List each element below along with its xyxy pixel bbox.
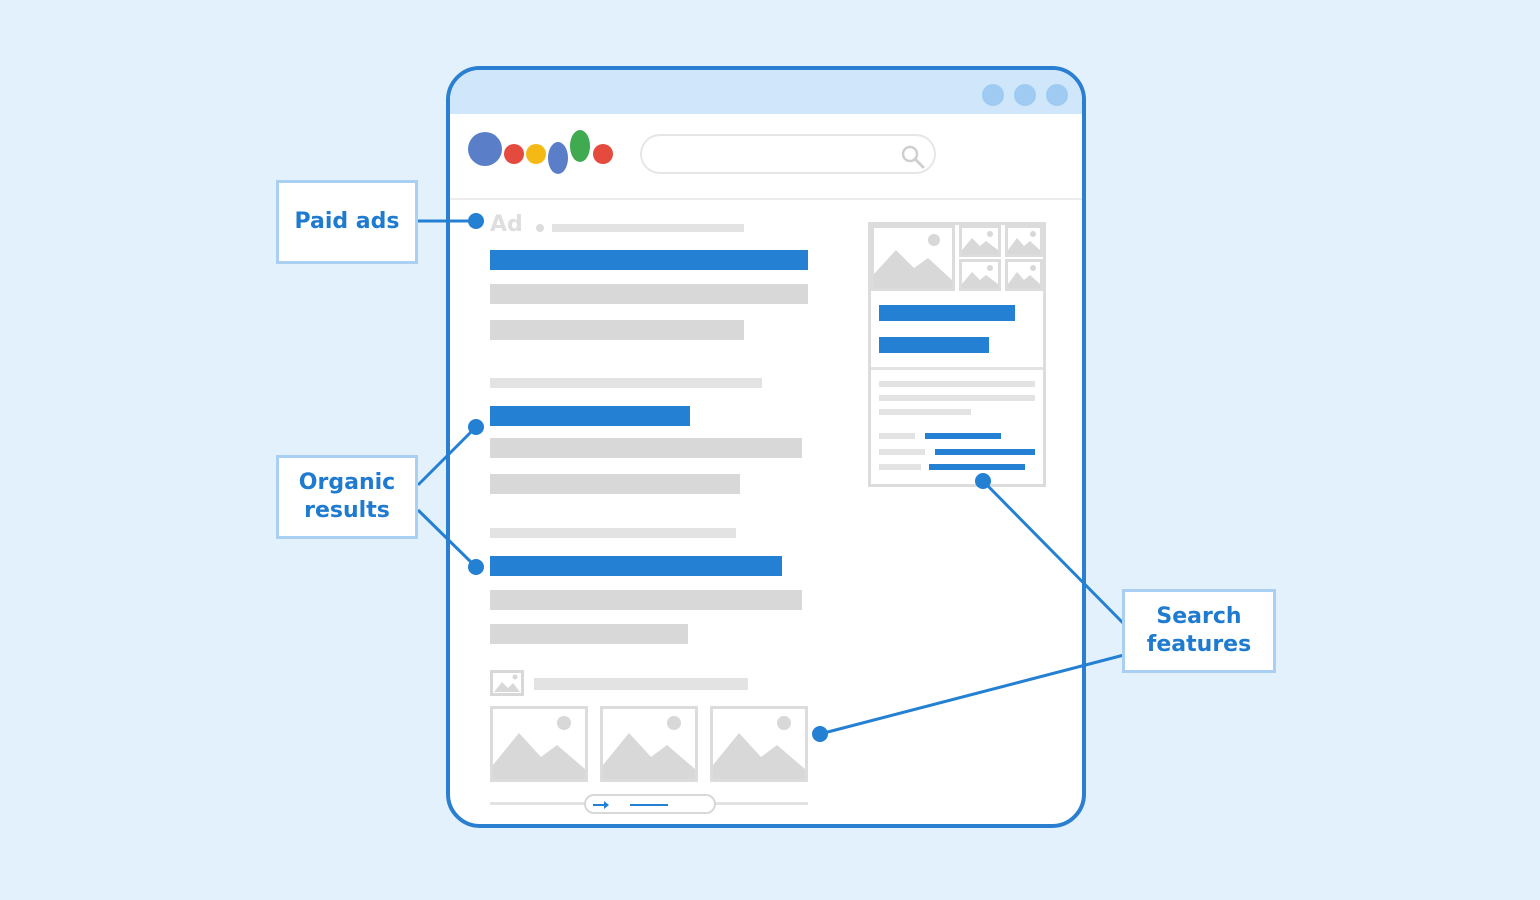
- search-input[interactable]: [640, 134, 936, 174]
- ad-url-placeholder: [552, 224, 744, 232]
- search-features-label: Search features: [1122, 589, 1276, 673]
- organic-description-line: [490, 624, 688, 644]
- logo-circle: [468, 132, 502, 166]
- organic-results-label-line2: results: [304, 498, 390, 523]
- paid-ads-label: Paid ads: [276, 180, 418, 264]
- organic-connector-upper: [416, 425, 478, 487]
- image-thumbnail[interactable]: [710, 706, 808, 782]
- connector-dot: [975, 473, 991, 489]
- window-dot-icon[interactable]: [1014, 84, 1036, 106]
- panel-title-link[interactable]: [879, 305, 1015, 321]
- panel-main-image: [871, 225, 955, 291]
- panel-text-line: [879, 409, 971, 415]
- panel-text-line: [879, 381, 1035, 387]
- carousel-position-line: [630, 804, 668, 806]
- knowledge-panel[interactable]: [868, 222, 1046, 487]
- ad-description-line: [490, 320, 744, 340]
- image-thumbnail[interactable]: [490, 706, 588, 782]
- arrow-right-icon[interactable]: [592, 799, 610, 811]
- logo-circle: [548, 142, 568, 174]
- logo-circle: [526, 144, 546, 164]
- connector-dot: [468, 419, 484, 435]
- panel-small-image: [959, 259, 1001, 291]
- connector-dot: [468, 559, 484, 575]
- organic-result-title-link[interactable]: [490, 406, 690, 426]
- logo-circle: [504, 144, 524, 164]
- organic-result-title-link[interactable]: [490, 556, 782, 576]
- ad-separator-dot: [536, 224, 544, 232]
- image-thumbnail[interactable]: [600, 706, 698, 782]
- ad-badge: Ad: [490, 212, 523, 237]
- panel-divider: [871, 367, 1043, 370]
- panel-small-image: [959, 225, 1001, 257]
- panel-fact-link[interactable]: [925, 433, 1001, 439]
- panel-subtitle-link[interactable]: [879, 337, 989, 353]
- panel-fact-link[interactable]: [929, 464, 1025, 470]
- panel-small-image: [1005, 259, 1043, 291]
- panel-small-image: [1005, 225, 1043, 257]
- ad-description-line: [490, 284, 808, 304]
- organic-url-placeholder: [490, 378, 762, 388]
- connector-dot: [468, 213, 484, 229]
- ad-title-link[interactable]: [490, 250, 808, 270]
- window-dot-icon[interactable]: [1046, 84, 1068, 106]
- organic-results-label: Organic results: [276, 455, 418, 539]
- organic-results-label-line1: Organic: [298, 470, 396, 495]
- panel-fact-label: [879, 464, 921, 470]
- header-divider: [450, 198, 1082, 200]
- image-icon: [490, 670, 524, 696]
- browser-titlebar: [450, 70, 1082, 114]
- image-pack-title-placeholder: [534, 678, 748, 690]
- search-features-connector-images: [819, 653, 1125, 736]
- carousel-scrollbar[interactable]: [584, 794, 716, 814]
- organic-description-line: [490, 590, 802, 610]
- window-dot-icon[interactable]: [982, 84, 1004, 106]
- logo-circle: [593, 144, 613, 164]
- panel-fact-label: [879, 433, 915, 439]
- paid-ads-label-text: Paid ads: [294, 209, 400, 234]
- organic-description-line: [490, 438, 802, 458]
- browser-window: Ad: [446, 66, 1086, 828]
- organic-description-line: [490, 474, 740, 494]
- search-icon[interactable]: [900, 144, 926, 170]
- search-features-label-line2: features: [1146, 632, 1252, 657]
- search-engine-logo[interactable]: [468, 130, 618, 180]
- search-features-label-line1: Search: [1156, 604, 1242, 629]
- panel-fact-label: [879, 449, 925, 455]
- connector-dot: [812, 726, 828, 742]
- search-features-connector-panel: [981, 479, 1126, 626]
- organic-url-placeholder: [490, 528, 736, 538]
- organic-connector-lower: [416, 508, 478, 569]
- panel-fact-link[interactable]: [935, 449, 1035, 455]
- logo-circle: [570, 130, 590, 162]
- panel-text-line: [879, 395, 1035, 401]
